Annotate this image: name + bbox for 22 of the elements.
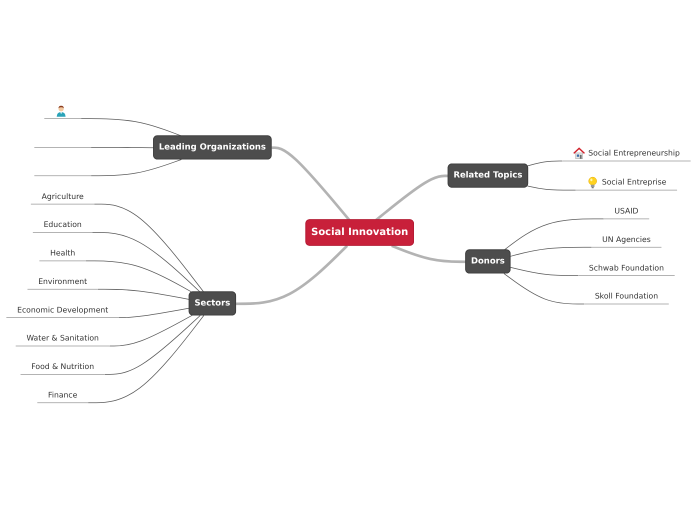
connector bbox=[272, 146, 350, 220]
connector bbox=[90, 158, 182, 176]
connector bbox=[86, 260, 193, 292]
connector bbox=[92, 232, 201, 292]
connector bbox=[118, 307, 190, 318]
connector bbox=[504, 272, 584, 304]
connector bbox=[391, 244, 466, 263]
connector bbox=[527, 160, 563, 166]
connector bbox=[510, 246, 592, 256]
connector bbox=[94, 203, 204, 292]
node-line bbox=[34, 144, 92, 148]
connector bbox=[104, 314, 201, 374]
connector bbox=[504, 218, 604, 250]
connector bbox=[88, 314, 204, 403]
connector bbox=[375, 174, 448, 221]
connector bbox=[90, 146, 154, 148]
connector bbox=[109, 314, 193, 346]
connector bbox=[510, 266, 579, 276]
connector bbox=[527, 185, 576, 190]
connector bbox=[98, 288, 190, 300]
node-line bbox=[34, 173, 92, 176]
connector bbox=[236, 244, 348, 305]
